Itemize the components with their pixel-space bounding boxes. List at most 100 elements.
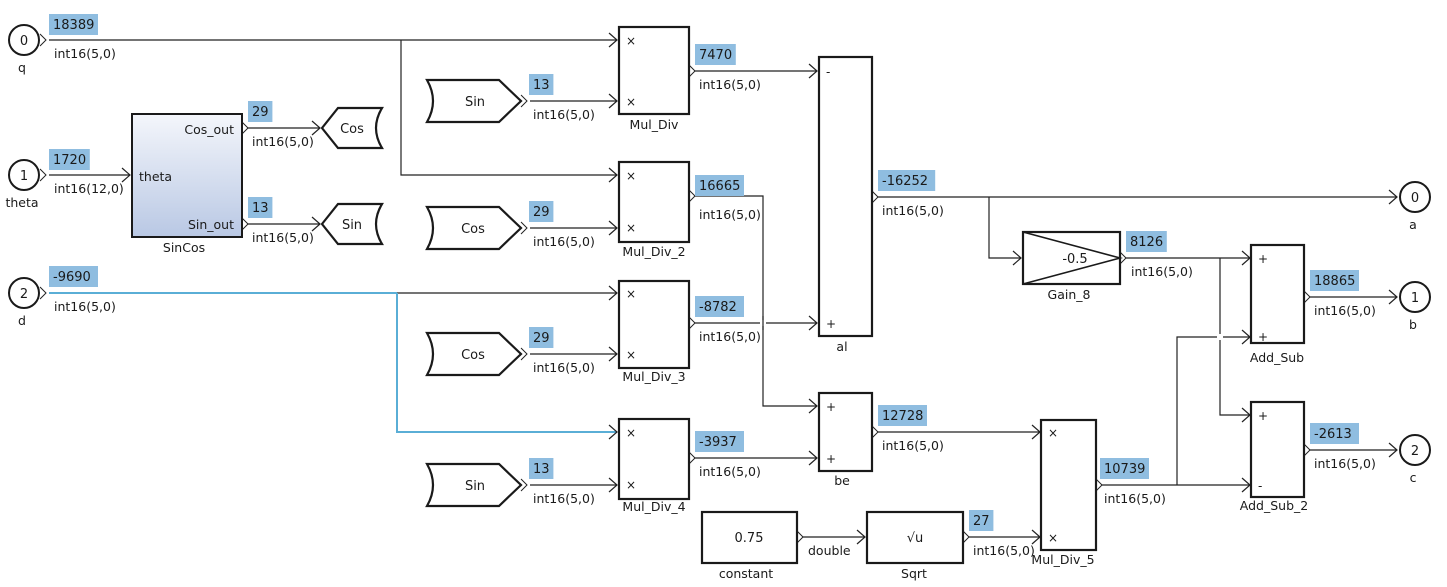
signal-value-label: 13 [529, 458, 554, 479]
wire-q-branch[interactable] [400, 40, 617, 176]
block-label: al [836, 339, 847, 354]
output-port-icon [520, 347, 528, 361]
svg-text:29: 29 [533, 331, 550, 346]
svg-text:-8782: -8782 [699, 300, 737, 315]
from-tag-label: Sin [465, 95, 485, 110]
block-label: Mul_Div_5 [1031, 552, 1094, 567]
from-sin-4[interactable]: Sin [425, 462, 523, 508]
input-sign: × [626, 95, 636, 109]
output-port-icon [520, 478, 528, 492]
constant-block[interactable]: 0.75 constant [700, 510, 799, 581]
svg-text:-2613: -2613 [1314, 427, 1352, 442]
wire-gain-branch[interactable] [1219, 258, 1250, 416]
input-arrow-icon [608, 93, 618, 109]
input-sign: + [1258, 330, 1268, 344]
svg-text:12728: 12728 [882, 409, 923, 424]
inport-label: d [18, 313, 26, 328]
wire-al-to-gain[interactable] [988, 197, 1021, 259]
outport-label: b [1409, 317, 1417, 332]
dtype-label: int16(5,0) [252, 230, 314, 245]
input-sign: - [1258, 479, 1262, 493]
muldiv3-block[interactable]: × × Mul_Div_3 [617, 279, 691, 384]
from-tag-label: Cos [461, 222, 485, 237]
add-sub-block[interactable]: + + Add_Sub [1250, 243, 1306, 365]
signal-value-label: 18865 [1310, 270, 1359, 291]
svg-text:18389: 18389 [53, 18, 94, 33]
input-arrow-icon [1388, 289, 1398, 305]
signal-value-label: -3937 [695, 431, 744, 452]
goto-sin[interactable]: Sin [320, 202, 384, 246]
input-arrow-icon [856, 529, 866, 545]
block-label: Sqrt [901, 566, 927, 581]
dtype-label: int16(5,0) [533, 234, 595, 249]
muldiv2-block[interactable]: × × Mul_Div_2 [617, 160, 691, 259]
inport-number: 2 [20, 287, 28, 302]
inport-d[interactable]: 2 d [8, 277, 40, 328]
sincos-block[interactable]: Cos_out theta Sin_out SinCos [131, 113, 243, 255]
outport-label: c [1410, 470, 1417, 485]
output-port-icon [871, 425, 879, 439]
inport-label: q [18, 60, 26, 75]
input-arrow-icon [808, 315, 818, 331]
signal-value-label: 10739 [1100, 458, 1149, 479]
input-sign: × [626, 34, 636, 48]
from-cos-3[interactable]: Cos [425, 331, 523, 377]
outport-a[interactable]: 0 a [1399, 181, 1431, 232]
input-arrow-icon [1388, 442, 1398, 458]
from-cos-2[interactable]: Cos [425, 205, 523, 251]
output-port-icon [796, 530, 804, 544]
svg-text:27: 27 [973, 514, 990, 529]
goto-tag-label: Cos [340, 122, 364, 137]
wire-d-branch[interactable] [396, 293, 617, 433]
outport-label: a [1409, 217, 1417, 232]
dtype-label: int16(5,0) [54, 46, 116, 61]
wire-muldiv5-branch[interactable] [1176, 336, 1250, 485]
dtype-label: int16(5,0) [252, 134, 314, 149]
dtype-label: int16(5,0) [533, 491, 595, 506]
output-port-icon [241, 121, 249, 135]
gain-block[interactable]: -0.5 Gain_8 [1021, 230, 1124, 302]
outport-b[interactable]: 1 b [1399, 281, 1431, 332]
output-port-icon [1095, 478, 1103, 492]
output-port-icon [871, 190, 879, 204]
input-arrow-icon [608, 285, 618, 301]
muldiv4-block[interactable]: × × Mul_Div_4 [617, 417, 691, 514]
muldiv-block[interactable]: × × Mul_Div [617, 25, 691, 132]
al-sum-block[interactable]: - + al [817, 55, 874, 354]
output-port-icon [688, 451, 696, 465]
svg-text:10739: 10739 [1104, 462, 1145, 477]
outport-c[interactable]: 2 c [1399, 434, 1431, 485]
signal-value-label: 8126 [1126, 231, 1167, 252]
add-sub-2-block[interactable]: + - Add_Sub_2 [1240, 400, 1308, 513]
signal-value-label: 29 [529, 201, 554, 222]
from-tag-label: Sin [465, 479, 485, 494]
block-label: constant [719, 566, 773, 581]
output-port-icon [962, 530, 970, 544]
sqrt-block[interactable]: √u Sqrt [865, 510, 965, 581]
signal-value-label: 13 [248, 197, 273, 218]
svg-text:13: 13 [533, 78, 550, 93]
output-port-icon [39, 286, 47, 300]
output-port-icon [1303, 290, 1311, 304]
dtype-labels: int16(5,0) int16(12,0) int16(5,0) int16(… [54, 46, 1376, 558]
svg-text:16665: 16665 [699, 179, 740, 194]
sqrt-symbol: √u [907, 531, 924, 546]
input-sign: + [1258, 252, 1268, 266]
goto-tag-label: Sin [342, 218, 362, 233]
goto-cos[interactable]: Cos [320, 106, 384, 150]
block-label: Mul_Div_3 [622, 369, 685, 384]
from-sin-1[interactable]: Sin [425, 78, 523, 124]
signal-value-label: 12728 [878, 405, 927, 426]
inport-theta[interactable]: 1 theta [5, 159, 40, 210]
input-arrow-icon [608, 32, 618, 48]
muldiv5-block[interactable]: × × Mul_Div_5 [1031, 418, 1098, 567]
be-sum-block[interactable]: + + be [817, 391, 874, 488]
dtype-label: int16(5,0) [699, 77, 761, 92]
input-sign: × [626, 478, 636, 492]
inport-label: theta [5, 195, 38, 210]
signal-value-label: 18389 [49, 14, 98, 35]
output-port-icon [39, 33, 47, 47]
inport-q[interactable]: 0 q [8, 24, 40, 75]
dtype-label: int16(5,0) [533, 107, 595, 122]
signal-value-label: -16252 [878, 170, 936, 191]
